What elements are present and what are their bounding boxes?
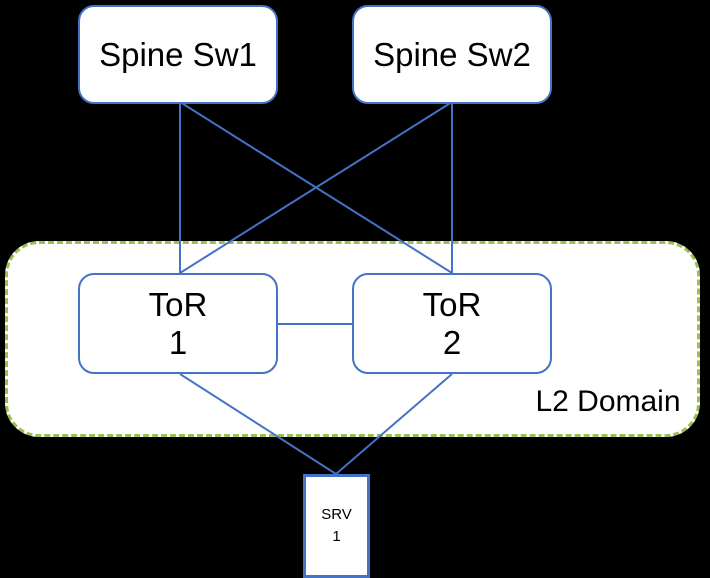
node-tor-1-index: 1	[168, 323, 188, 361]
node-tor-2[interactable]: ToR 2	[352, 273, 552, 374]
node-tor-1[interactable]: ToR 1	[78, 273, 278, 374]
node-spine-sw2[interactable]: Spine Sw2	[352, 5, 552, 104]
node-tor-2-label: ToR	[422, 285, 482, 323]
node-srv-1[interactable]: SRV 1	[303, 474, 370, 578]
node-tor-2-index: 2	[442, 323, 462, 361]
node-srv-1-label: SRV	[321, 506, 352, 523]
node-spine-sw1[interactable]: Spine Sw1	[78, 5, 278, 104]
l2-domain-label: L2 Domain	[535, 385, 681, 418]
node-tor-1-label: ToR	[148, 285, 208, 323]
node-spine-sw2-label: Spine Sw2	[373, 35, 531, 73]
node-srv-1-index: 1	[332, 528, 341, 545]
node-spine-sw1-label: Spine Sw1	[99, 35, 257, 73]
